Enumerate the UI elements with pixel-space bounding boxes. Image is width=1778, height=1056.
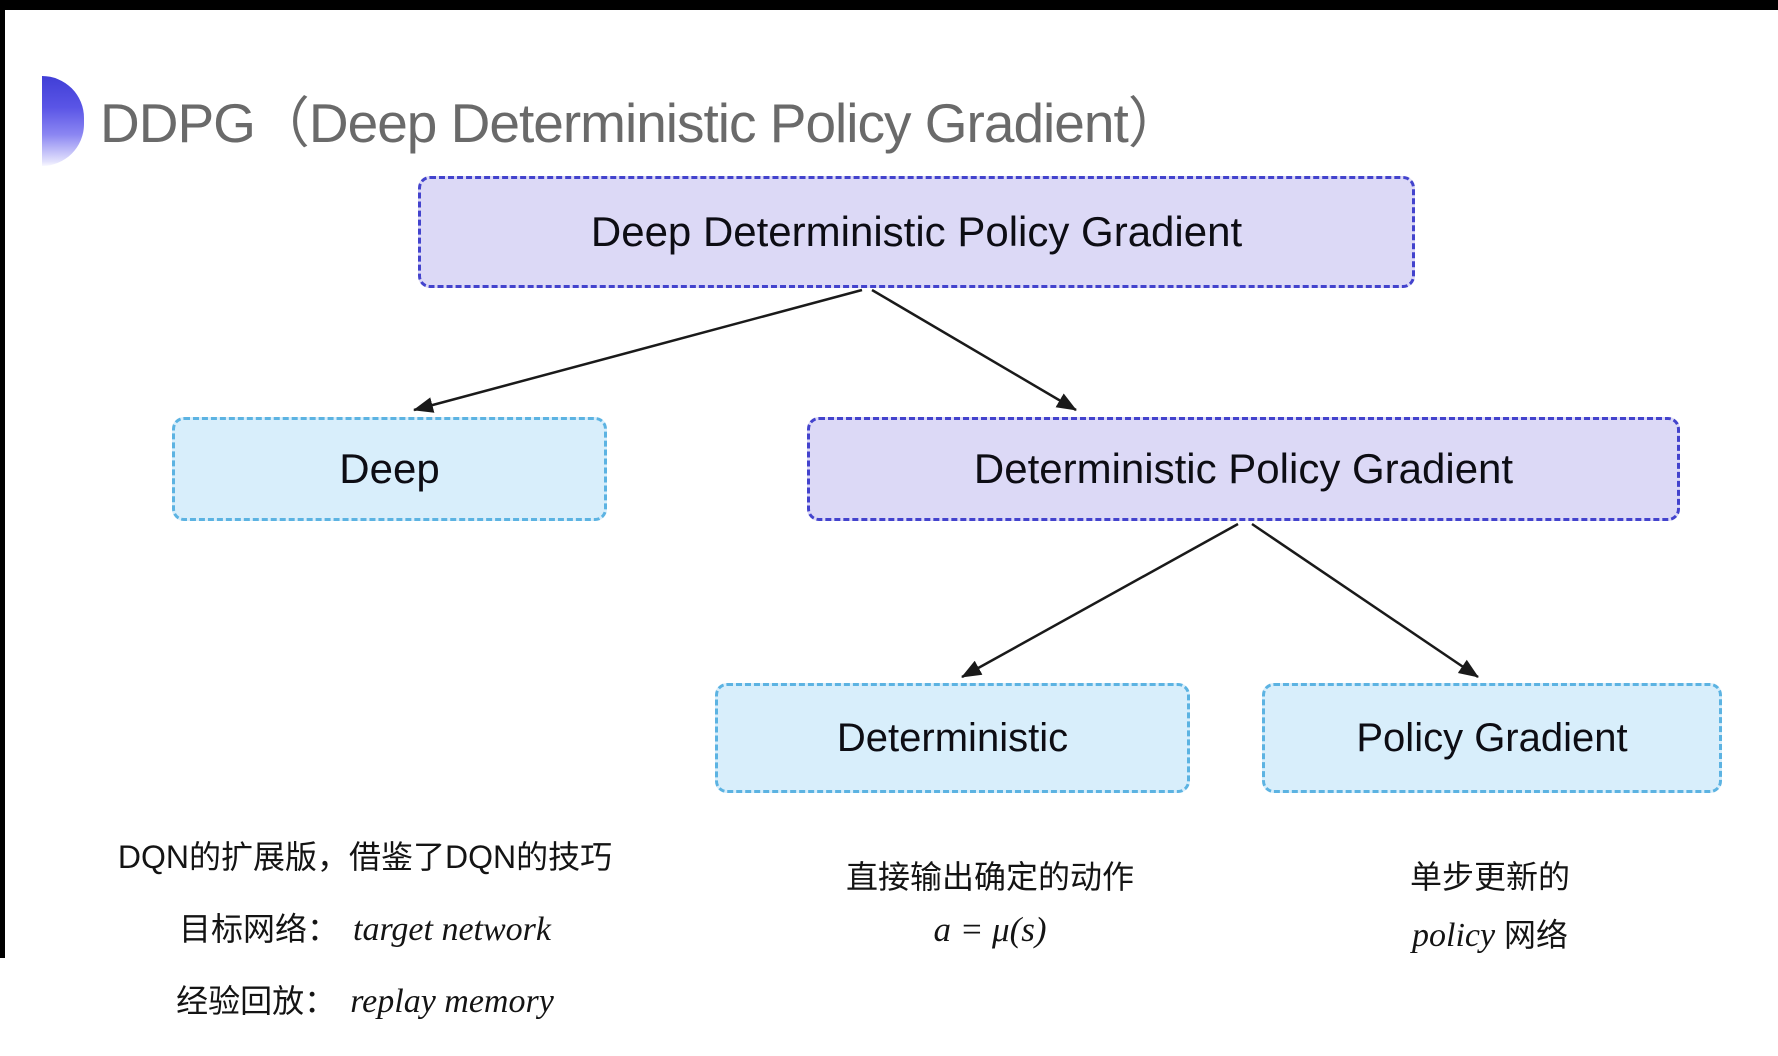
note-formula-a-mu-s: a = μ(s) bbox=[933, 910, 1047, 949]
node-deep: Deep bbox=[172, 417, 607, 521]
note-policy-network: 单步更新的 policy 网络 bbox=[1270, 852, 1710, 968]
window-edge-left bbox=[0, 0, 5, 958]
node-deterministic: Deterministic bbox=[715, 683, 1190, 793]
window-edge-top bbox=[0, 0, 1778, 10]
note-deep-dqn-tricks: DQN的扩展版，借鉴了DQN的技巧 目标网络： target network 经验… bbox=[115, 832, 615, 1048]
note-line-dqn-extension: DQN的扩展版，借鉴了DQN的技巧 bbox=[117, 839, 613, 875]
note-line-target-network: 目标网络： target network bbox=[115, 904, 615, 950]
note-line-deterministic-output: 直接输出确定的动作 bbox=[845, 859, 1134, 895]
node-label: Deep bbox=[339, 445, 440, 492]
node-deterministic-policy-gradient: Deterministic Policy Gradient bbox=[807, 417, 1680, 521]
arrow-dpg-to-deterministic bbox=[961, 522, 1239, 679]
note-line-policy-network: policy 网络 bbox=[1270, 910, 1710, 956]
arrow-root-to-dpg bbox=[871, 288, 1077, 412]
note-line-single-step-update: 单步更新的 bbox=[1409, 859, 1570, 895]
title-bullet-icon bbox=[42, 76, 84, 166]
node-label: Deterministic bbox=[836, 715, 1069, 760]
slide-title: DDPG（Deep Deterministic Policy Gradient） bbox=[100, 92, 1183, 154]
note-line-replay-memory: 经验回放： replay memory bbox=[115, 976, 615, 1022]
note-label-target-network: 目标网络： bbox=[178, 911, 339, 947]
note-term-target-network: target network bbox=[353, 911, 551, 948]
note-label-network: 网络 bbox=[1503, 917, 1568, 953]
node-label: Policy Gradient bbox=[1356, 715, 1628, 760]
note-label-replay-memory: 经验回放： bbox=[176, 983, 337, 1019]
node-label: Deterministic Policy Gradient bbox=[973, 445, 1514, 492]
arrow-dpg-to-policy-gradient bbox=[1251, 522, 1479, 679]
note-deterministic-action: 直接输出确定的动作 a = μ(s) bbox=[770, 852, 1210, 962]
node-label: Deep Deterministic Policy Gradient bbox=[590, 208, 1243, 255]
node-deep-deterministic-policy-gradient: Deep Deterministic Policy Gradient bbox=[418, 176, 1415, 288]
arrow-root-to-deep bbox=[413, 288, 863, 413]
note-term-policy: policy bbox=[1412, 917, 1496, 954]
note-term-replay-memory: replay memory bbox=[350, 983, 554, 1020]
node-policy-gradient: Policy Gradient bbox=[1262, 683, 1722, 793]
